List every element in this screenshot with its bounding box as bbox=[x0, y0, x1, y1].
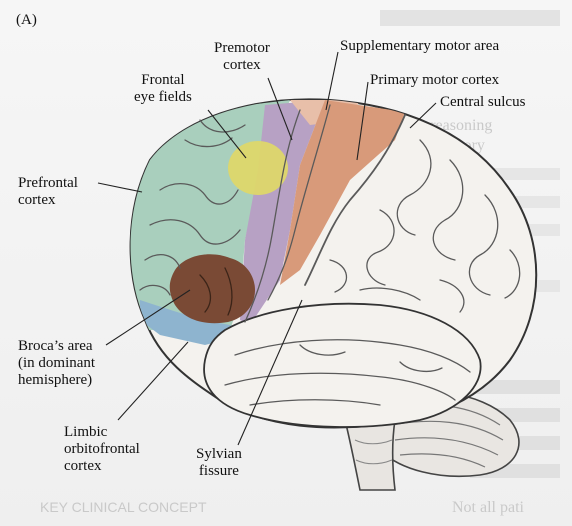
label-fef-line1: Frontal bbox=[141, 72, 185, 88]
label-limbic-orbitofrontal-cortex: Limbic orbitofrontal cortex bbox=[64, 424, 140, 475]
label-primary-motor-cortex: Primary motor cortex bbox=[370, 72, 500, 88]
label-prefrontal-cortex: Prefrontal cortex bbox=[18, 175, 78, 209]
region-brocas-area bbox=[169, 254, 255, 324]
label-limbic-line1: Limbic bbox=[64, 424, 108, 440]
label-prefrontal-line2: cortex bbox=[18, 192, 56, 208]
sulci-lines bbox=[139, 104, 521, 406]
label-fef-line2: eye fields bbox=[134, 89, 192, 105]
label-broca-line1: Broca’s area bbox=[18, 338, 93, 354]
leader-lines bbox=[97, 51, 437, 446]
label-premotor-line1: Premotor bbox=[214, 40, 270, 56]
label-sylvian-line2: fissure bbox=[198, 463, 239, 479]
region-frontal-eye-fields bbox=[228, 141, 288, 195]
label-premotor-line2: cortex bbox=[223, 57, 261, 73]
temporal-lobe bbox=[203, 302, 482, 428]
region-primary-motor bbox=[280, 100, 405, 285]
brainstem bbox=[343, 419, 396, 491]
label-sylvian-line1: Sylvian bbox=[196, 446, 242, 462]
label-prefrontal-line1: Prefrontal bbox=[18, 175, 78, 191]
label-brocas-area: Broca’s area (in dominant hemisphere) bbox=[18, 338, 95, 389]
label-limbic-line3: cortex bbox=[64, 458, 102, 474]
label-supplementary-motor-area: Supplementary motor area bbox=[340, 38, 500, 54]
label-sylvian-fissure: Sylvian fissure bbox=[196, 446, 242, 480]
label-central-sulcus: Central sulcus bbox=[440, 94, 526, 110]
label-limbic-line2: orbitofrontal bbox=[64, 441, 140, 457]
panel-tag: (A) bbox=[16, 12, 37, 28]
label-broca-line2: (in dominant bbox=[18, 355, 96, 371]
label-premotor-cortex: Premotor cortex bbox=[214, 40, 270, 74]
label-frontal-eye-fields: Frontal eye fields bbox=[134, 72, 192, 106]
label-broca-line3: hemisphere) bbox=[18, 372, 93, 388]
